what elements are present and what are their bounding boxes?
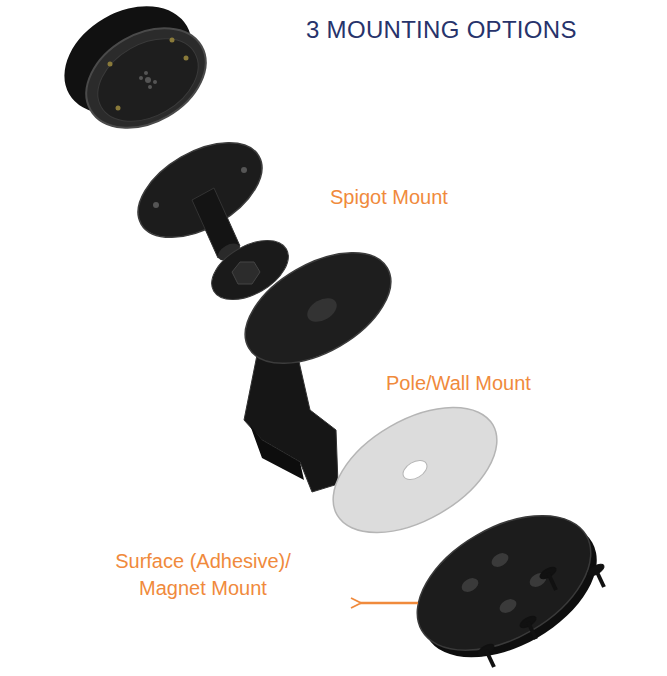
part-label: Surface (Adhesive)/ Magnet Mount [92, 548, 314, 602]
magnet-plate [394, 488, 620, 676]
label-slot: Surface (Adhesive)/ Magnet Mount [92, 548, 314, 602]
sensor-puck [45, 0, 223, 148]
pointer-arrow [360, 602, 418, 605]
label-slot: Spigot Mount [330, 184, 448, 211]
screws [476, 562, 606, 667]
diagram-title: 3 MOUNTING OPTIONS [306, 16, 577, 44]
part-label: Spigot Mount [330, 184, 448, 211]
part-label: Pole/Wall Mount [386, 370, 531, 397]
label-slot: Pole/Wall Mount [386, 370, 531, 397]
title-slot: 3 MOUNTING OPTIONS [306, 16, 577, 44]
